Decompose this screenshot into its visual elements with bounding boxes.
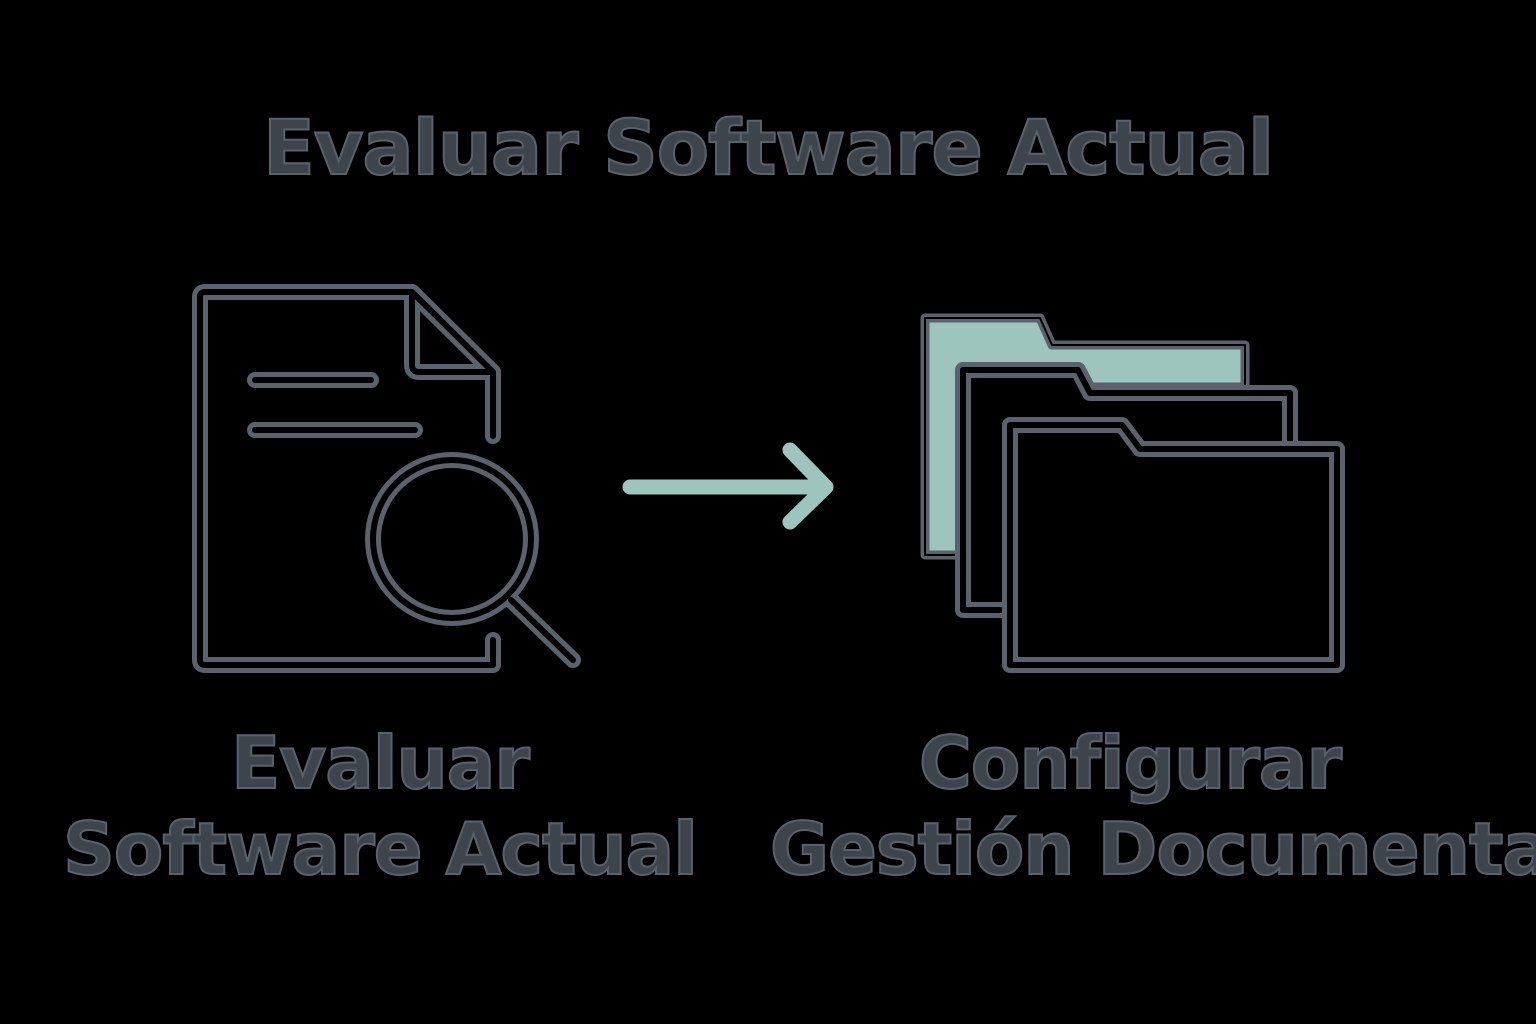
step-label-line2: Gestión Documental [769, 806, 1536, 892]
folder-front [1002, 417, 1345, 673]
step-label-line1: Configurar [918, 720, 1343, 806]
step-label-line1: Evaluar [230, 720, 531, 806]
document-search-icon [192, 284, 581, 673]
arrow-right-icon [622, 442, 834, 530]
step-label-configure: Configurar Gestión Documental [769, 720, 1536, 892]
step-label-line2: Software Actual [62, 806, 699, 892]
folders-icon [920, 313, 1345, 673]
main-title: Evaluar Software Actual [262, 103, 1275, 193]
step-label-evaluate: Evaluar Software Actual [60, 720, 700, 892]
